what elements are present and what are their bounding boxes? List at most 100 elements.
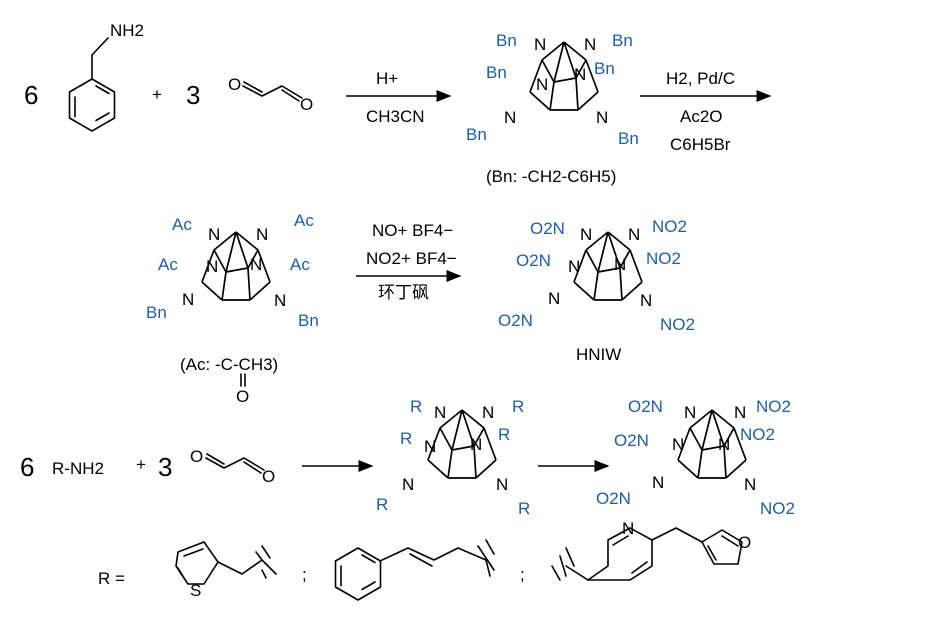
svg-text:O2N: O2N — [628, 397, 663, 416]
svg-text:N: N — [596, 108, 608, 127]
svg-text:R: R — [518, 499, 530, 518]
svg-text:Bn: Bn — [618, 129, 639, 148]
svg-text:N: N — [504, 108, 516, 127]
bn-label: Bn — [496, 31, 517, 50]
no2-label: NO2 — [652, 217, 687, 236]
svg-text:O2N: O2N — [498, 311, 533, 330]
svg-text:N: N — [568, 257, 580, 276]
separator-1: ; — [302, 565, 307, 584]
thiophene-s-label: S — [190, 581, 201, 600]
hniw-cage: N N N N N N O2N NO2 O2N NO2 O2N NO2 — [498, 217, 695, 334]
svg-text:R: R — [498, 425, 510, 444]
glyoxal-coefficient: 3 — [186, 80, 200, 110]
separator-2: ; — [520, 565, 525, 584]
arrow3-reagent-3: 环丁砜 — [378, 283, 429, 302]
svg-text:N: N — [652, 473, 664, 492]
arrow3-reagent-1: NO+ BF4− — [372, 221, 453, 240]
svg-text:O: O — [262, 467, 275, 486]
bn-definition: (Bn: -CH2-C6H5) — [486, 167, 616, 186]
pyridine-n-label: N — [622, 519, 634, 538]
svg-text:N: N — [206, 257, 218, 276]
svg-text:Bn: Bn — [466, 125, 487, 144]
arrow2-reagent-2: Ac2O — [680, 107, 723, 126]
arrow2-reagent-1: H2, Pd/C — [666, 69, 735, 88]
r-equals-label: R = — [98, 569, 125, 588]
hniw-label: HNIW — [576, 345, 621, 364]
bn-label-row2: Bn — [146, 303, 167, 322]
svg-text:N: N — [574, 65, 586, 84]
svg-text:N: N — [424, 437, 436, 456]
svg-text:R: R — [376, 495, 388, 514]
svg-text:O: O — [228, 75, 241, 94]
svg-text:N: N — [208, 225, 220, 244]
svg-text:Ac: Ac — [290, 255, 310, 274]
svg-text:N: N — [628, 225, 640, 244]
svg-text:N: N — [734, 403, 746, 422]
benzylamine-structure: NH2 — [68, 21, 144, 132]
svg-text:O2N: O2N — [516, 251, 551, 270]
svg-text:N: N — [274, 291, 286, 310]
svg-text:NO2: NO2 — [660, 315, 695, 334]
glyoxal-structure-row3: O O — [190, 447, 275, 486]
cinnamyl-group — [334, 539, 495, 601]
svg-text:N: N — [470, 435, 482, 454]
svg-text:NO2: NO2 — [760, 499, 795, 518]
svg-text:N: N — [250, 255, 262, 274]
svg-text:Ac: Ac — [294, 211, 314, 230]
svg-text:N: N — [580, 225, 592, 244]
svg-text:Bn: Bn — [612, 31, 633, 50]
svg-text:Ac: Ac — [158, 255, 178, 274]
svg-text:N: N — [534, 35, 546, 54]
arrow2-reagent-3: C6H5Br — [670, 135, 731, 154]
svg-text:N: N — [684, 403, 696, 422]
svg-text:N: N — [434, 403, 446, 422]
tetraacetyl-dibenzyl-cage: N N N N N N Ac Ac Ac Ac Bn Bn — [146, 211, 319, 330]
svg-text:Bn: Bn — [298, 311, 319, 330]
svg-text:N: N — [584, 35, 596, 54]
svg-text:Bn: Bn — [594, 59, 615, 78]
svg-text:NO2: NO2 — [740, 425, 775, 444]
o2n-label: O2N — [530, 219, 565, 238]
svg-text:O: O — [190, 447, 203, 466]
svg-text:O2N: O2N — [614, 431, 649, 450]
thiophenylmethyl-group: S — [175, 541, 277, 600]
svg-text:N: N — [614, 255, 626, 274]
glyoxal-structure: O O — [228, 75, 313, 114]
svg-text:NO2: NO2 — [646, 249, 681, 268]
arrow3-reagent-2: NO2+ BF4− — [366, 249, 457, 268]
arrow1-reagent-top: H+ — [376, 69, 398, 88]
hexa-r-cage: N N N N N N R R R R R R — [376, 397, 530, 518]
svg-text:N: N — [548, 289, 560, 308]
ac-label: Ac — [172, 215, 192, 234]
generic-amine-label: R-NH2 — [52, 459, 104, 478]
ac-definition: (Ac: -C-CH3) — [180, 355, 278, 374]
svg-text:Bn: Bn — [486, 63, 507, 82]
svg-text:N: N — [640, 291, 652, 310]
svg-text:O2N: O2N — [596, 489, 631, 508]
svg-text:N: N — [536, 75, 548, 94]
svg-text:R: R — [512, 397, 524, 416]
hniw-cage-row3: N N N N N N O2N NO2 O2N NO2 O2N NO2 — [596, 397, 795, 518]
svg-text:N: N — [182, 290, 194, 309]
plus-sign-2: + — [136, 455, 146, 474]
svg-text:N: N — [256, 225, 268, 244]
svg-text:N: N — [402, 475, 414, 494]
svg-text:N: N — [672, 435, 684, 454]
arrow1-reagent-bottom: CH3CN — [366, 107, 425, 126]
plus-sign-1: + — [152, 85, 162, 104]
svg-text:N: N — [496, 475, 508, 494]
hexabenzyl-cage: N N N N N N Bn Bn Bn Bn Bn Bn — [466, 31, 639, 148]
ac-carbonyl-o: O — [236, 387, 249, 406]
glyoxal-coefficient-row3: 3 — [158, 452, 172, 482]
svg-text:N: N — [718, 435, 730, 454]
amine-nh2-label: NH2 — [110, 21, 144, 40]
svg-text:O: O — [300, 95, 313, 114]
pyridyl-furylmethyl-group: N O — [551, 519, 751, 581]
amine-coefficient: 6 — [24, 80, 38, 110]
amine-coefficient-row3: 6 — [20, 452, 34, 482]
svg-text:NO2: NO2 — [756, 397, 791, 416]
svg-text:R: R — [400, 429, 412, 448]
svg-text:N: N — [482, 403, 494, 422]
furan-o-label: O — [738, 533, 751, 552]
